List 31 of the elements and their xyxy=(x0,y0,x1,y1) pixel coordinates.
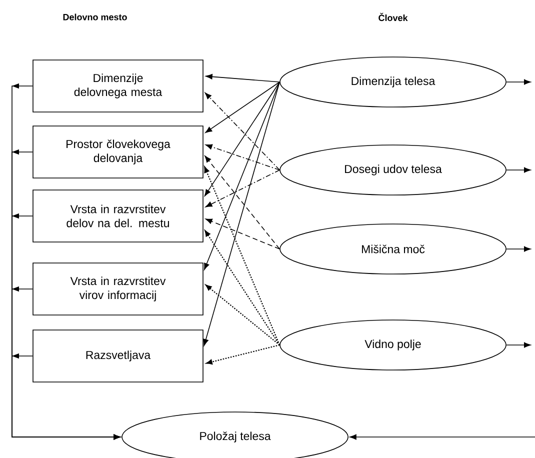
ellipse-node: Dimenzija telesa xyxy=(280,56,506,108)
arrow xyxy=(506,342,531,348)
column-heading: Človek xyxy=(378,12,408,22)
arrow xyxy=(206,144,280,170)
arrow xyxy=(205,284,280,346)
ellipse-node: Vidno polje xyxy=(280,320,506,370)
column-heading: Delovno mesto xyxy=(63,14,127,20)
arrow xyxy=(206,74,280,82)
arrow xyxy=(204,166,280,346)
arrow xyxy=(205,82,280,133)
process-box: Vrsta in razvrstitev virov informacij xyxy=(32,262,204,316)
process-box: Prostor človekovega delovanja xyxy=(32,126,204,178)
process-box: Dimenzije delovnega mesta xyxy=(32,60,204,112)
arrow xyxy=(205,218,280,250)
arrow xyxy=(204,156,280,250)
arrow xyxy=(203,82,280,346)
arrow xyxy=(204,82,280,270)
arrow xyxy=(204,92,280,170)
arrow xyxy=(350,434,535,440)
arrow xyxy=(12,356,120,440)
arrow xyxy=(506,246,531,252)
arrow xyxy=(204,82,280,196)
arrow xyxy=(506,167,531,173)
arrow xyxy=(205,170,280,208)
ellipse-node: Dosegi udov telesa xyxy=(280,144,506,196)
ellipse-node: Mišična moč xyxy=(280,224,506,274)
arrow xyxy=(204,230,280,346)
process-box: Razsvetljava xyxy=(32,330,204,382)
arrow xyxy=(206,344,280,364)
arrow xyxy=(506,79,531,85)
process-box: Vrsta in razvrstitev delov na del. mestu xyxy=(32,190,204,242)
